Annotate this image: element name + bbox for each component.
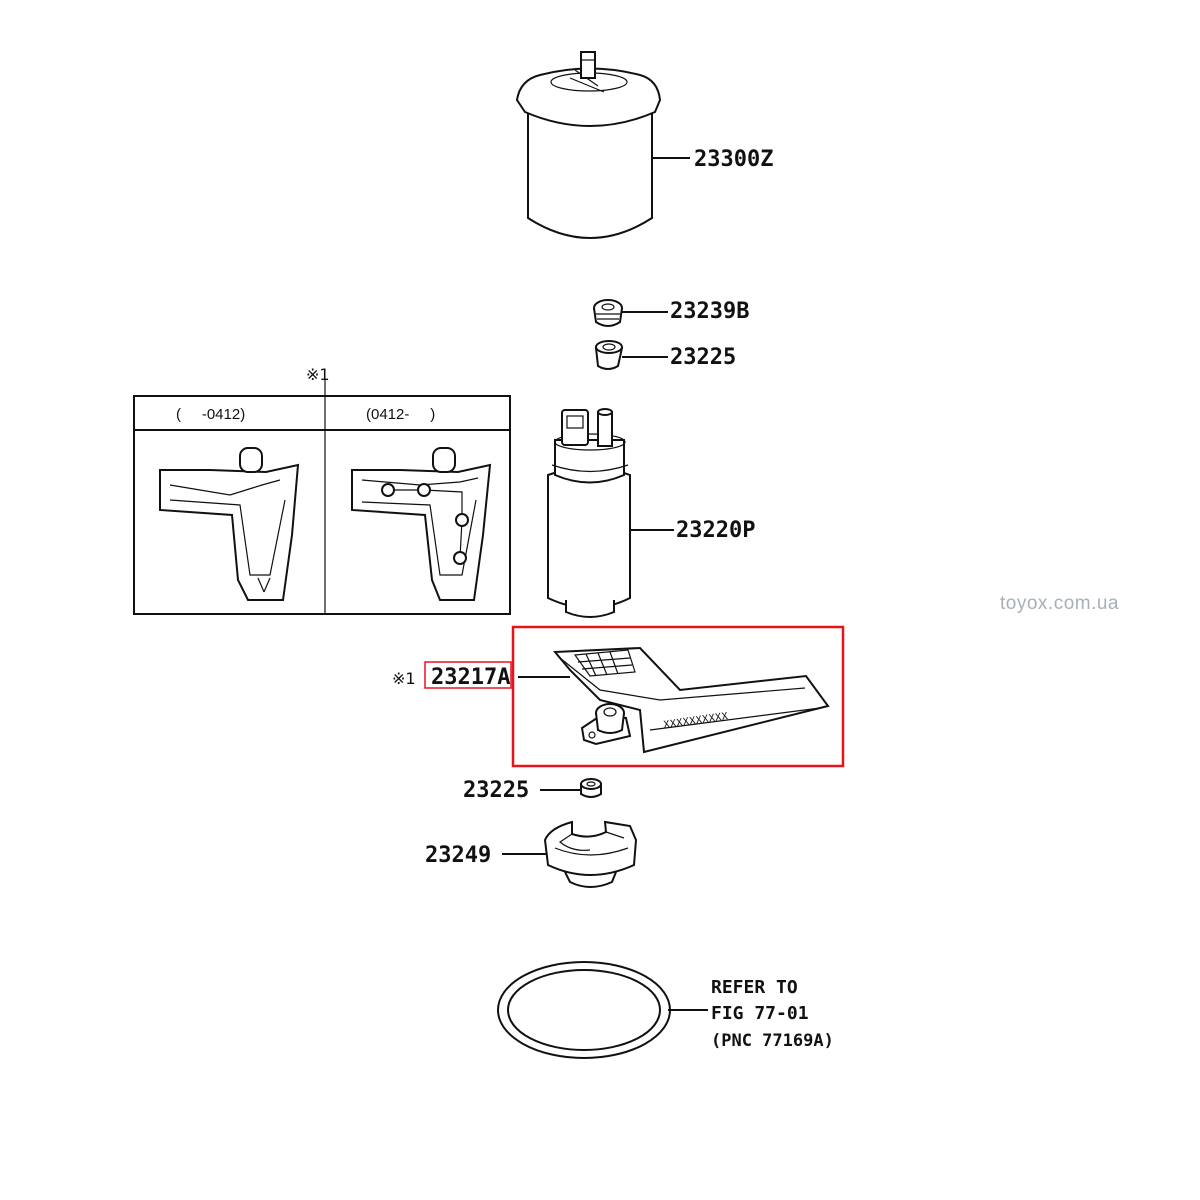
pump-holder-drawing bbox=[502, 820, 638, 888]
part-label-23239b[interactable]: 23239B bbox=[670, 299, 749, 324]
watermark: toyox.com.ua bbox=[1000, 593, 1119, 614]
part-label-highlight bbox=[424, 661, 512, 689]
inset-header-left: ( -0412) bbox=[176, 406, 245, 423]
callout-marker: ※1 bbox=[392, 669, 416, 688]
suction-filter-variant-early bbox=[159, 447, 300, 601]
highlight-box bbox=[511, 625, 845, 768]
variant-inset-table bbox=[133, 380, 511, 615]
inset-marker: ※1 bbox=[306, 365, 330, 384]
part-label-23220p[interactable]: 23220P bbox=[676, 518, 755, 543]
refer-note-line1: REFER TO bbox=[711, 977, 798, 998]
refer-note-line2: FIG 77-01 bbox=[711, 1003, 809, 1024]
part-label-23300z[interactable]: 23300Z bbox=[694, 147, 773, 172]
suction-filter-mesh bbox=[573, 649, 636, 677]
fuel-pump-drawing bbox=[547, 408, 674, 618]
suction-filter-variant-late bbox=[351, 447, 492, 601]
gasket-ring-drawing bbox=[497, 961, 708, 1059]
inset-header-right: (0412- ) bbox=[366, 406, 435, 423]
part-label-23225-lower[interactable]: 23225 bbox=[463, 778, 529, 803]
cushion-upper-drawing bbox=[594, 340, 668, 370]
part-label-23217a[interactable]: 23217A bbox=[431, 665, 510, 690]
part-label-23225-upper[interactable]: 23225 bbox=[670, 345, 736, 370]
suction-filter-drawing bbox=[518, 646, 830, 754]
part-label-23249[interactable]: 23249 bbox=[425, 843, 491, 868]
fuel-filter-drawing bbox=[515, 51, 690, 239]
refer-note-line3: (PNC 77169A) bbox=[711, 1031, 834, 1051]
grommet-drawing bbox=[593, 299, 668, 327]
cushion-lower-drawing bbox=[540, 778, 602, 798]
